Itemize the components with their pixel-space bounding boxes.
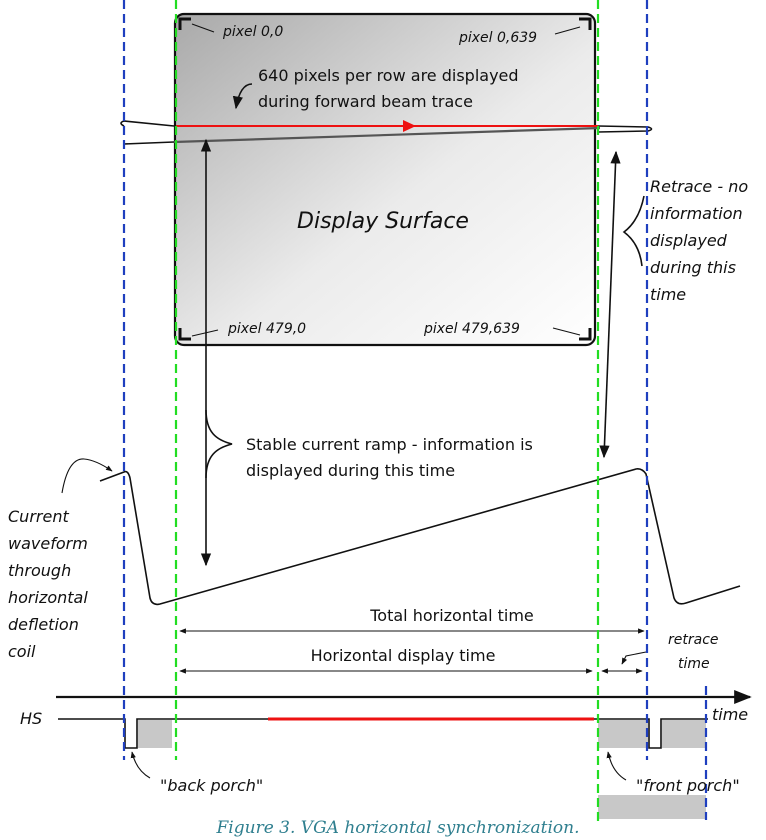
waveform-pointer bbox=[61, 458, 113, 494]
corner-marks bbox=[178, 17, 592, 341]
corner-label-top-right: pixel 0,639 bbox=[458, 30, 537, 46]
front-porch-label: "front porch" bbox=[636, 776, 740, 795]
front-porch-fill bbox=[598, 720, 648, 748]
svg-text:coil: coil bbox=[8, 642, 36, 661]
display-surface-label: Display Surface bbox=[297, 209, 469, 234]
svg-text:waveform: waveform bbox=[8, 534, 88, 553]
svg-text:information: information bbox=[650, 204, 743, 223]
retrace-arrow bbox=[599, 150, 621, 459]
time-axis-label: time bbox=[712, 705, 748, 724]
svg-text:Current: Current bbox=[8, 507, 69, 526]
ramp-brace bbox=[205, 409, 233, 479]
svg-text:Retrace - no: Retrace - no bbox=[650, 177, 748, 196]
back-porch-pointer bbox=[130, 751, 151, 779]
guide-lines bbox=[122, 0, 708, 825]
svg-text:time: time bbox=[650, 285, 686, 304]
svg-text:during this: during this bbox=[650, 258, 736, 277]
display-screen bbox=[173, 12, 597, 347]
forward-trace-pointer bbox=[232, 83, 253, 110]
front-porch-bottom-fill bbox=[598, 795, 706, 819]
horizontal-display-label: Horizontal display time bbox=[311, 646, 496, 665]
retrace-time-pointer bbox=[621, 651, 647, 665]
corner-label-top-left: pixel 0,0 bbox=[222, 24, 283, 40]
back-porch-fill bbox=[138, 720, 172, 748]
corner-label-bottom-left: pixel 479,0 bbox=[227, 321, 306, 337]
front-porch-fill-right bbox=[662, 720, 706, 748]
back-porch-label: "back porch" bbox=[160, 776, 263, 795]
hs-label: HS bbox=[20, 709, 42, 728]
svg-text:displayed: displayed bbox=[650, 231, 728, 250]
waveform-text: Current waveform through horizontal defl… bbox=[8, 507, 88, 661]
ramp-line2: displayed during this time bbox=[246, 461, 455, 480]
retrace-text: Retrace - no information displayed durin… bbox=[650, 177, 748, 304]
forward-trace-line2: during forward beam trace bbox=[258, 92, 473, 111]
svg-text:horizontal: horizontal bbox=[8, 588, 88, 607]
retrace-time-line2: time bbox=[678, 656, 710, 672]
total-horizontal-label: Total horizontal time bbox=[369, 606, 534, 625]
figure-caption: Figure 3. VGA horizontal synchronization… bbox=[216, 818, 580, 838]
retrace-brace bbox=[622, 195, 645, 267]
svg-text:through: through bbox=[8, 561, 71, 580]
front-porch-pointer bbox=[606, 751, 627, 781]
ramp-line1: Stable current ramp - information is bbox=[246, 435, 533, 454]
retrace-time-line1: retrace bbox=[668, 632, 719, 648]
forward-trace-line1: 640 pixels per row are displayed bbox=[258, 66, 519, 85]
current-waveform bbox=[99, 468, 741, 606]
svg-text:defletion: defletion bbox=[8, 615, 79, 634]
corner-label-bottom-right: pixel 479,639 bbox=[423, 321, 520, 337]
forward-trace-arrowhead bbox=[403, 120, 416, 132]
